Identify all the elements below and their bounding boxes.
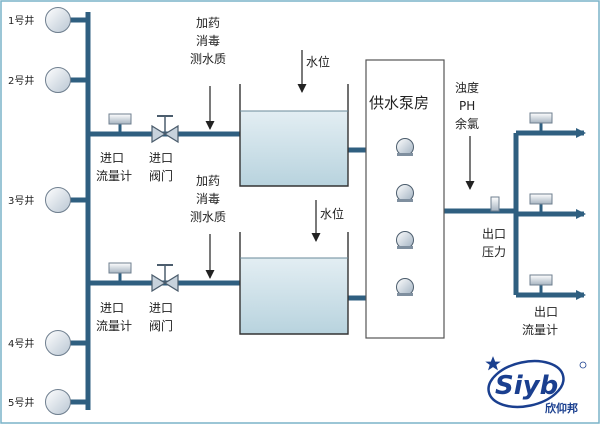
- outlet-flowmeter-label-2: 流量计: [522, 323, 558, 337]
- brand-logo: Siyb 欣仰邦: [485, 356, 587, 415]
- pump-house-label: 供水泵房: [369, 94, 429, 112]
- wells: 1号井 2号井 3号井 4号井 5号井: [8, 7, 71, 415]
- lower-dosing-label-2: 消毒: [196, 192, 220, 206]
- outlet-quality-label-1: 浊度: [455, 80, 479, 95]
- pipe-network: [70, 12, 519, 410]
- well-2-label: 2号井: [8, 74, 34, 87]
- pump-2: [396, 184, 414, 202]
- outlet-flowmeter-1: [529, 112, 553, 124]
- upper-valve-label-2: 阀门: [149, 168, 173, 183]
- pump-4: [396, 278, 414, 296]
- upper-flowmeter-label-2: 流量计: [96, 169, 132, 183]
- lower-valve-label-2: 阀门: [149, 318, 173, 333]
- upper-water-level-label: 水位: [306, 54, 330, 69]
- lower-dosing-label-3: 测水质: [190, 210, 226, 224]
- outlet-pressure-label-2: 压力: [482, 245, 506, 259]
- outlet-flowmeter-3: [529, 274, 553, 286]
- well-5: [45, 389, 71, 415]
- well-1: [45, 7, 71, 33]
- lower-inlet-flowmeter: [108, 262, 132, 274]
- outlet-section: 浊度 PH 余氯 出口 压力 出口 流量计: [455, 80, 558, 337]
- pump-house: 供水泵房: [365, 59, 445, 339]
- outlet-quality-label-3: 余氯: [455, 116, 479, 131]
- well-4-label: 4号井: [8, 337, 34, 350]
- outlet-quality-label-2: PH: [459, 99, 475, 113]
- outlet-flowmeter-label-1: 出口: [534, 305, 558, 319]
- outlet-pressure-gauge: [490, 196, 500, 212]
- upper-inlet-flowmeter: [108, 113, 132, 125]
- lower-flowmeter-label-2: 流量计: [96, 319, 132, 333]
- upper-dosing-label-2: 消毒: [196, 34, 220, 48]
- upper-line: 进口 流量计 进口 阀门 加药 消毒 测水质 水位: [96, 16, 349, 187]
- lower-inlet-valve: [151, 264, 179, 293]
- well-1-label: 1号井: [8, 14, 34, 27]
- upper-valve-label-1: 进口: [149, 151, 173, 165]
- well-5-label: 5号井: [8, 396, 34, 409]
- lower-line: 进口 流量计 进口 阀门 加药 消毒 测水质 水位: [96, 174, 349, 335]
- upper-water-tank: [239, 84, 349, 187]
- logo-subtext: 欣仰邦: [545, 401, 578, 415]
- lower-valve-label-1: 进口: [149, 301, 173, 315]
- well-3: [45, 187, 71, 213]
- well-2: [45, 67, 71, 93]
- upper-dosing-label-3: 测水质: [190, 52, 226, 66]
- lower-water-tank: [239, 232, 349, 335]
- outlet-flowmeter-2: [529, 193, 553, 205]
- well-4: [45, 330, 71, 356]
- lower-dosing-label-1: 加药: [196, 174, 220, 188]
- pump-3: [396, 231, 414, 249]
- well-3-label: 3号井: [8, 194, 34, 207]
- lower-water-level-label: 水位: [320, 206, 344, 221]
- outlet-branches: [516, 128, 586, 300]
- upper-dosing-label-1: 加药: [196, 16, 220, 30]
- pump-1: [396, 138, 414, 156]
- upper-flowmeter-label-1: 进口: [100, 151, 124, 165]
- upper-inlet-valve: [151, 115, 179, 144]
- outlet-pressure-label-1: 出口: [482, 227, 506, 241]
- logo-text: Siyb: [495, 371, 558, 401]
- lower-flowmeter-label-1: 进口: [100, 301, 124, 315]
